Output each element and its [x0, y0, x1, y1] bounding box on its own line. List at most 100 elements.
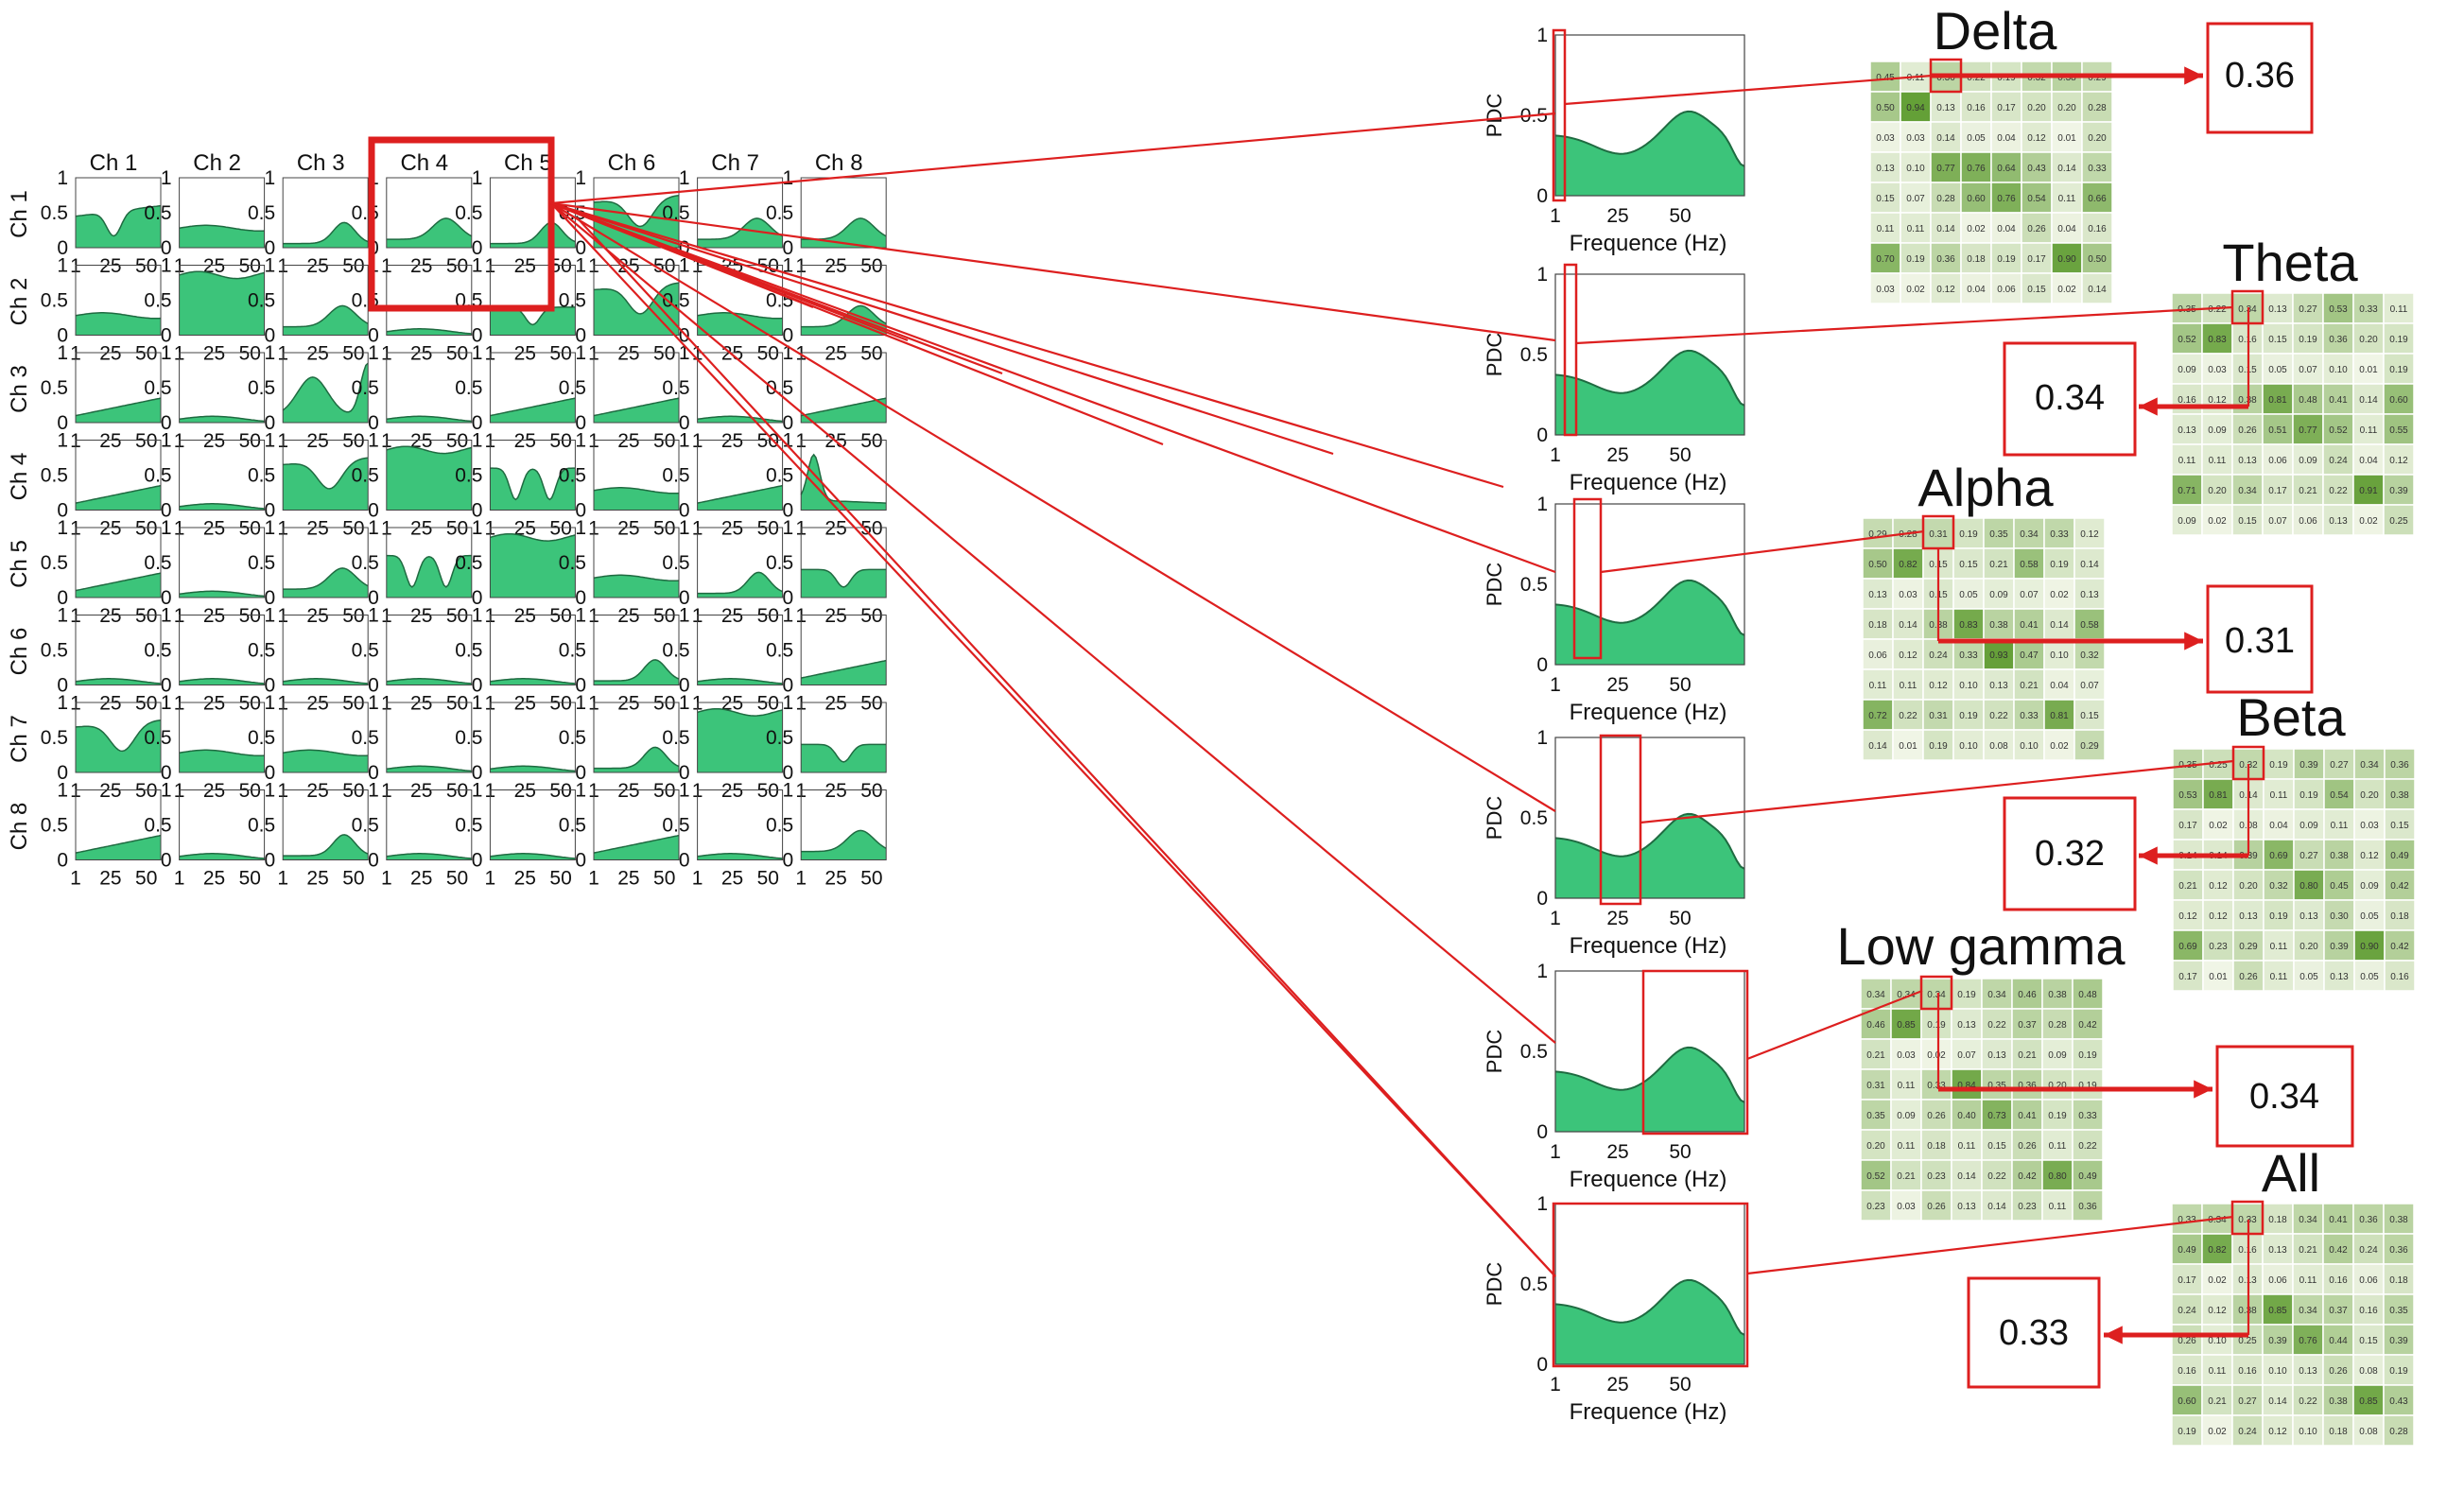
matrix-cell-value: 0.01 [1899, 741, 1917, 752]
y-tick-label: 0 [575, 325, 586, 347]
matrix-cell [2201, 1384, 2233, 1416]
matrix-cell [2353, 869, 2386, 901]
y-tick-label: 0 [679, 675, 690, 697]
plot-frame [386, 702, 473, 773]
y-tick-label: 1 [265, 692, 276, 714]
y-tick-label: 1 [783, 692, 794, 714]
matrix-cell-value: 0.27 [2299, 304, 2317, 315]
x-tick-label: 25 [306, 868, 328, 890]
matrix-cell-value: 0.14 [2268, 1396, 2287, 1407]
plot-area [386, 678, 472, 685]
matrix-cell [2231, 504, 2264, 536]
matrix-cell [1983, 517, 2015, 549]
matrix-cell-value: 0.33 [1959, 650, 1978, 661]
x-tick-label: 25 [410, 693, 432, 715]
matrix-cell-value: 0.31 [1866, 1081, 1885, 1091]
matrix-cell [2383, 353, 2415, 385]
plot-curve [593, 487, 680, 494]
y-tick-label: 1 [679, 342, 690, 364]
matrix-cell-value: 0.82 [2208, 1245, 2227, 1256]
x-tick-label: 50 [860, 518, 882, 540]
pdc-x-tick: 1 [1550, 908, 1561, 929]
y-tick-label: 0.5 [662, 727, 689, 749]
y-tick-label: 0.5 [455, 727, 482, 749]
plot-frame [697, 702, 784, 773]
matrix-cell-value: 0.12 [1929, 681, 1948, 691]
matrix-cell [2262, 383, 2294, 415]
y-tick-label: 0.5 [352, 815, 379, 837]
matrix-cell-value: 0.33 [2050, 529, 2069, 540]
matrix-cell [2171, 1203, 2203, 1235]
y-tick-label: 0 [783, 237, 794, 259]
x-tick-label: 25 [617, 518, 639, 540]
matrix-cell-value: 0.10 [2329, 365, 2348, 375]
matrix-cell-value: 0.25 [2238, 1336, 2257, 1346]
matrix-cell [2323, 808, 2355, 841]
y-tick-label: 1 [472, 605, 483, 627]
matrix-cell-value: 0.73 [1987, 1111, 2006, 1121]
matrix-cell [2011, 1099, 2043, 1131]
matrix-cell [2171, 1414, 2203, 1447]
value-box [1967, 1276, 2101, 1389]
y-tick-label: 0.5 [352, 552, 379, 574]
connector-line [1600, 529, 1925, 574]
plot-frame [800, 352, 887, 424]
matrix-cell-value: 0.06 [2268, 1275, 2287, 1286]
x-tick-label: 25 [721, 868, 743, 890]
x-tick-label: 50 [342, 605, 364, 627]
matrix-cell-value: 0.20 [2239, 881, 2258, 892]
x-tick-label: 50 [860, 430, 882, 452]
matrix-cell-value: 0.10 [2020, 741, 2039, 752]
y-tick-label: 0 [679, 850, 690, 872]
matrix-cell-value: 0.02 [2057, 285, 2076, 295]
matrix-cell-value: 0.28 [2389, 1427, 2408, 1437]
matrix-cell-value: 0.34 [2208, 1215, 2227, 1225]
matrix-cell [2352, 474, 2385, 506]
y-tick-label: 0 [57, 762, 68, 784]
plot-curve [594, 659, 680, 682]
row-title-6: Ch 6 [7, 628, 32, 676]
x-tick-label: 50 [653, 430, 675, 452]
x-tick-label: 50 [342, 693, 364, 715]
x-tick-label: 25 [721, 693, 743, 715]
x-tick-label: 50 [446, 518, 468, 540]
matrix-cell-value: 0.14 [2088, 285, 2107, 295]
band-matrices: Delta0.450.110.360.220.190.320.380.290.5… [1836, 1, 2416, 1447]
pdc-x-tick: 25 [1606, 444, 1628, 466]
plot-curve [697, 853, 783, 859]
matrix-cell-value: 0.41 [2329, 395, 2348, 406]
matrix-cell-value: 0.38 [1989, 620, 2008, 631]
matrix-cell [2292, 1203, 2324, 1235]
x-tick-label: 25 [824, 693, 846, 715]
matrix-cell-value: 0.15 [2238, 516, 2257, 527]
matrix-cell [2081, 91, 2113, 123]
matrix-cell-value: 0.18 [1967, 254, 1986, 265]
matrix-cell-value: 0.14 [1987, 1202, 2006, 1212]
pdc-y-label: PDC [1483, 1030, 1506, 1074]
pdc-y-tick: 1 [1536, 264, 1548, 286]
plot-curve [283, 304, 369, 328]
row-title-3: Ch 3 [7, 365, 32, 413]
plot-curve [179, 749, 265, 756]
column-title-6: Ch 6 [608, 150, 656, 176]
matrix-cell-value: 0.91 [2359, 486, 2378, 496]
x-tick-label: 50 [446, 868, 468, 890]
matrix-cell-value: 0.40 [1957, 1111, 1976, 1121]
matrix-cell-value: 0.77 [2299, 425, 2317, 436]
matrix-cell-value: 0.81 [2268, 395, 2287, 406]
matrix-cell-value: 0.11 [2270, 972, 2288, 982]
x-tick-label: 50 [860, 343, 882, 365]
matrix-cell [1900, 272, 1932, 304]
plot-curve [386, 217, 473, 240]
matrix-cell-value: 0.82 [1899, 560, 1917, 570]
matrix-cell [2384, 748, 2416, 780]
pdc-curve [1554, 110, 1745, 167]
matrix-cell [2172, 808, 2204, 841]
y-tick-label: 0 [265, 675, 276, 697]
matrix-cell-value: 0.17 [2027, 254, 2046, 265]
matrix-cell-value: 0.15 [2268, 335, 2287, 345]
matrix-cell-value: 0.34 [1987, 990, 2006, 1000]
matrix-cell-value: 0.13 [2268, 1245, 2287, 1256]
